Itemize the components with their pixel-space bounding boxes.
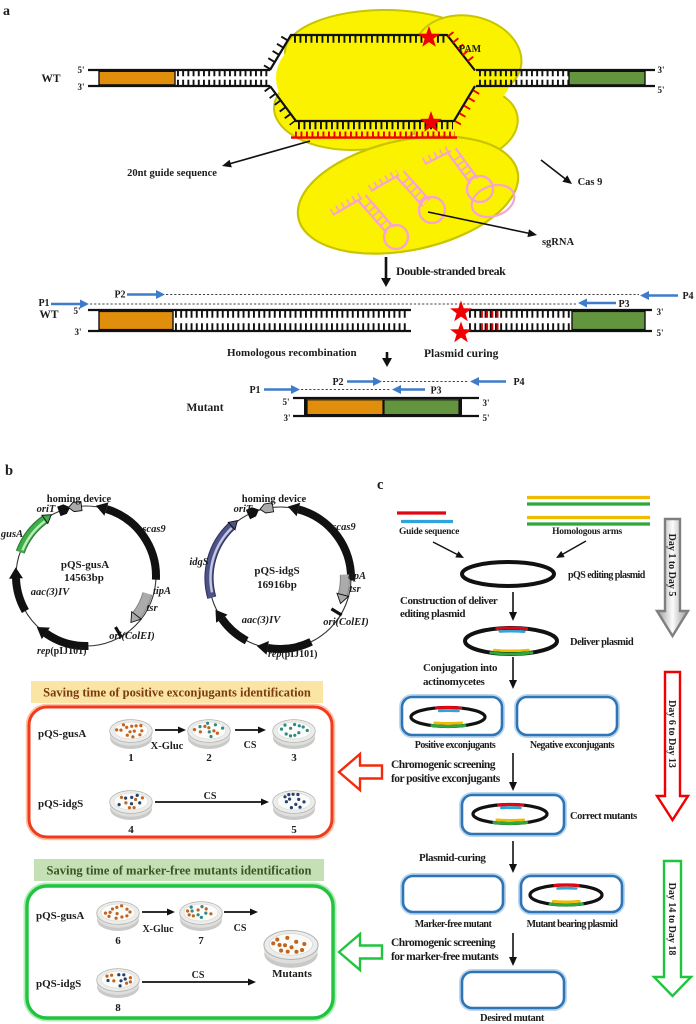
svg-text:P1: P1: [249, 385, 260, 396]
svg-text:3': 3': [77, 82, 84, 92]
svg-text:5': 5': [77, 65, 84, 75]
svg-text:5: 5: [291, 824, 297, 836]
svg-text:homing device: homing device: [47, 494, 112, 505]
svg-text:5': 5': [73, 306, 80, 316]
svg-text:CS: CS: [244, 740, 257, 751]
svg-text:ori(ColEI): ori(ColEI): [323, 617, 369, 628]
svg-text:aac(3)IV: aac(3)IV: [31, 587, 70, 598]
svg-text:Desired mutant: Desired mutant: [480, 1013, 545, 1024]
svg-text:Homologous recombination: Homologous recombination: [227, 347, 357, 359]
svg-text:pQS-idgS: pQS-idgS: [36, 978, 81, 990]
svg-text:Mutant bearing plasmid: Mutant bearing plasmid: [527, 919, 619, 930]
svg-text:Negative exconjugants: Negative exconjugants: [530, 740, 615, 751]
svg-text:CS: CS: [234, 923, 247, 934]
svg-text:pQS-idgS: pQS-idgS: [254, 565, 299, 577]
svg-text:P1: P1: [38, 298, 49, 309]
svg-text:editing plasmid: editing plasmid: [400, 608, 465, 620]
svg-text:gusA: gusA: [0, 529, 23, 540]
svg-text:P4: P4: [513, 377, 524, 388]
svg-text:Guide sequence: Guide sequence: [399, 527, 459, 537]
svg-text:5': 5': [482, 413, 489, 423]
svg-text:a: a: [3, 4, 10, 19]
svg-text:for marker-free mutants: for marker-free mutants: [391, 951, 499, 963]
svg-text:3': 3': [482, 398, 489, 408]
svg-text:Saving time of marker-free mut: Saving time of marker-free mutants ident…: [47, 864, 312, 878]
svg-text:Construction of deliver: Construction of deliver: [400, 595, 498, 607]
svg-text:pQS-idgS: pQS-idgS: [38, 798, 83, 810]
svg-text:WT: WT: [39, 309, 59, 321]
svg-text:actinomycetes: actinomycetes: [423, 676, 485, 688]
svg-text:3': 3': [283, 413, 290, 423]
svg-text:CS: CS: [192, 970, 205, 981]
svg-text:14563bp: 14563bp: [64, 572, 104, 584]
svg-text:P3: P3: [618, 299, 629, 310]
svg-text:scas9: scas9: [331, 522, 356, 533]
svg-text:oriT: oriT: [37, 504, 56, 515]
svg-text:Homologous arms: Homologous arms: [552, 527, 622, 537]
svg-text:pQS-gusA: pQS-gusA: [38, 728, 86, 740]
svg-text:CS: CS: [204, 791, 217, 802]
svg-text:3': 3': [656, 307, 663, 317]
svg-text:Positive exconjugants: Positive exconjugants: [415, 740, 496, 751]
svg-text:c: c: [377, 477, 384, 493]
svg-text:Correct mutants: Correct mutants: [570, 811, 637, 822]
svg-text:P4: P4: [682, 291, 693, 302]
svg-text:oriT: oriT: [234, 504, 253, 515]
svg-text:pQS-gusA: pQS-gusA: [61, 559, 109, 571]
svg-text:Day 1 to Day 5: Day 1 to Day 5: [666, 534, 677, 597]
svg-text:2: 2: [206, 752, 212, 764]
svg-text:PAM: PAM: [459, 44, 482, 55]
svg-text:3': 3': [657, 65, 664, 75]
svg-text:P2: P2: [114, 290, 125, 301]
svg-text:pQS editing plasmid: pQS editing plasmid: [568, 570, 646, 581]
svg-text:Chromogenic screening: Chromogenic screening: [391, 759, 496, 771]
svg-text:rep(pIJ101): rep(pIJ101): [268, 649, 317, 660]
svg-text:Cas 9: Cas 9: [578, 177, 603, 188]
svg-text:X-Gluc: X-Gluc: [142, 924, 174, 935]
svg-text:P2: P2: [332, 377, 343, 388]
svg-text:6: 6: [115, 935, 121, 947]
svg-text:8: 8: [115, 1002, 121, 1014]
svg-text:tipA: tipA: [348, 571, 366, 582]
svg-text:Deliver plasmid: Deliver plasmid: [570, 637, 634, 648]
svg-text:Mutants: Mutants: [272, 968, 312, 980]
svg-text:1: 1: [128, 752, 134, 764]
svg-text:rep(pIJ101): rep(pIJ101): [37, 646, 86, 657]
svg-text:Conjugation into: Conjugation into: [423, 662, 498, 674]
svg-text:pQS-gusA: pQS-gusA: [36, 910, 84, 922]
svg-text:for positive exconjugants: for positive exconjugants: [391, 773, 501, 785]
svg-text:5': 5': [656, 328, 663, 338]
svg-text:ori(ColEI): ori(ColEI): [109, 631, 155, 642]
svg-text:7: 7: [198, 935, 204, 947]
svg-text:Marker-free mutant: Marker-free mutant: [415, 919, 493, 930]
svg-text:X-Gluc: X-Gluc: [151, 741, 184, 752]
svg-text:4: 4: [128, 824, 134, 836]
svg-text:3: 3: [291, 752, 297, 764]
svg-text:Day 6 to Day 13: Day 6 to Day 13: [666, 700, 677, 768]
svg-text:Mutant: Mutant: [186, 402, 223, 414]
svg-text:Plasmid-curing: Plasmid-curing: [419, 852, 486, 864]
svg-text:tsr: tsr: [349, 584, 361, 595]
svg-text:tsr: tsr: [146, 603, 158, 614]
svg-text:5': 5': [282, 397, 289, 407]
svg-text:aac(3)IV: aac(3)IV: [242, 615, 281, 626]
svg-text:WT: WT: [41, 73, 61, 85]
svg-text:sgRNA: sgRNA: [542, 237, 575, 248]
svg-text:Chromogenic screening: Chromogenic screening: [391, 937, 496, 949]
svg-text:homing device: homing device: [242, 494, 307, 505]
svg-text:16916bp: 16916bp: [257, 579, 297, 591]
svg-text:5': 5': [657, 85, 664, 95]
svg-text:Day 14 to Day 18: Day 14 to Day 18: [666, 883, 677, 956]
svg-text:tipA: tipA: [153, 586, 171, 597]
svg-text:idgS: idgS: [189, 557, 208, 568]
svg-text:20nt guide sequence: 20nt guide sequence: [127, 168, 217, 179]
svg-text:Saving time of positive exconj: Saving time of positive exconjugants ide…: [43, 686, 311, 700]
svg-text:P3: P3: [430, 386, 441, 397]
svg-text:Plasmid curing: Plasmid curing: [424, 348, 499, 360]
svg-text:Double-stranded break: Double-stranded break: [396, 264, 506, 278]
svg-text:b: b: [5, 463, 13, 479]
svg-text:scas9: scas9: [141, 524, 166, 535]
svg-text:3': 3': [74, 327, 81, 337]
